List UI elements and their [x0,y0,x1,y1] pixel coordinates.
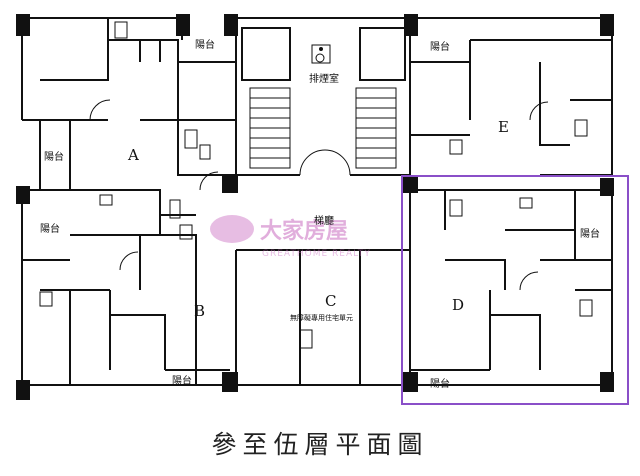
balcony-label-a-top: 陽台 [195,38,215,51]
elevator-hall-label: 梯廳 [314,214,334,227]
watermark: 大家房屋 GREATHOME REALTY [210,215,371,259]
unit-c-note: 無障礙專用住宅單元 [290,313,353,322]
balcony-label-d-bottom: 陽台 [430,377,450,390]
plan-title: 參至伍層平面圖 [211,430,429,459]
balcony-label-a-left: 陽台 [44,150,64,163]
unit-d-highlight [401,175,629,405]
balcony-label-b-bottom: 陽台 [172,374,192,387]
balcony-label-b-left: 陽台 [40,222,60,235]
fixtures [39,21,593,349]
staircase [249,87,397,169]
balcony-label-e-top: 陽台 [430,40,450,53]
balcony-label-d-right: 陽台 [580,227,600,240]
walls [21,17,613,386]
unit-b-label: B [194,302,205,320]
unit-c-label: C [325,292,336,310]
watermark-sub: GREATHOME REALTY [262,249,371,259]
columns [16,14,614,400]
floor-plan: 大家房屋 GREATHOME REALTY A B C D E 陽台 陽台 陽台… [16,14,629,405]
unit-a-label: A [127,146,139,164]
smoke-room-label: 排煙室 [309,72,339,85]
door-swings [89,99,549,291]
wheelchair-icon [311,44,331,64]
unit-d-label: D [452,296,464,314]
unit-e-label: E [498,118,509,136]
watermark-main: 大家房屋 [260,218,348,244]
watermark-logo-icon [210,215,254,243]
